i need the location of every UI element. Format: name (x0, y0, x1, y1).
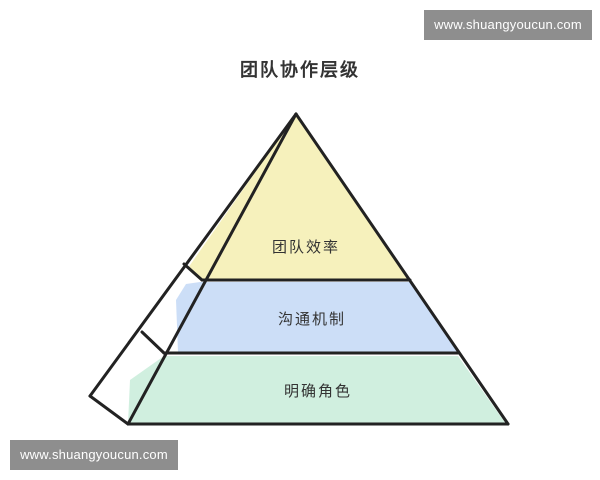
tier-fill-bottom (128, 356, 506, 424)
pyramid-front-left-edge (126, 112, 298, 426)
pyramid-side-left-edge (88, 112, 298, 398)
tier-label-top: 团队效率 (272, 238, 340, 256)
side-divider-upper (182, 262, 204, 282)
tier-label-middle: 沟通机制 (278, 310, 346, 328)
watermark-bottom: www.shuangyoucun.com (10, 440, 178, 470)
tier-fill-top (188, 114, 408, 280)
side-divider-lower (140, 330, 166, 355)
pyramid-base (88, 394, 510, 426)
watermark-top: www.shuangyoucun.com (424, 10, 592, 40)
pyramid-front-right-edge (294, 112, 510, 426)
tier-label-bottom: 明确角色 (284, 382, 352, 400)
tier-fill-middle (176, 282, 458, 352)
diagram-title: 团队协作层级 (240, 60, 360, 81)
